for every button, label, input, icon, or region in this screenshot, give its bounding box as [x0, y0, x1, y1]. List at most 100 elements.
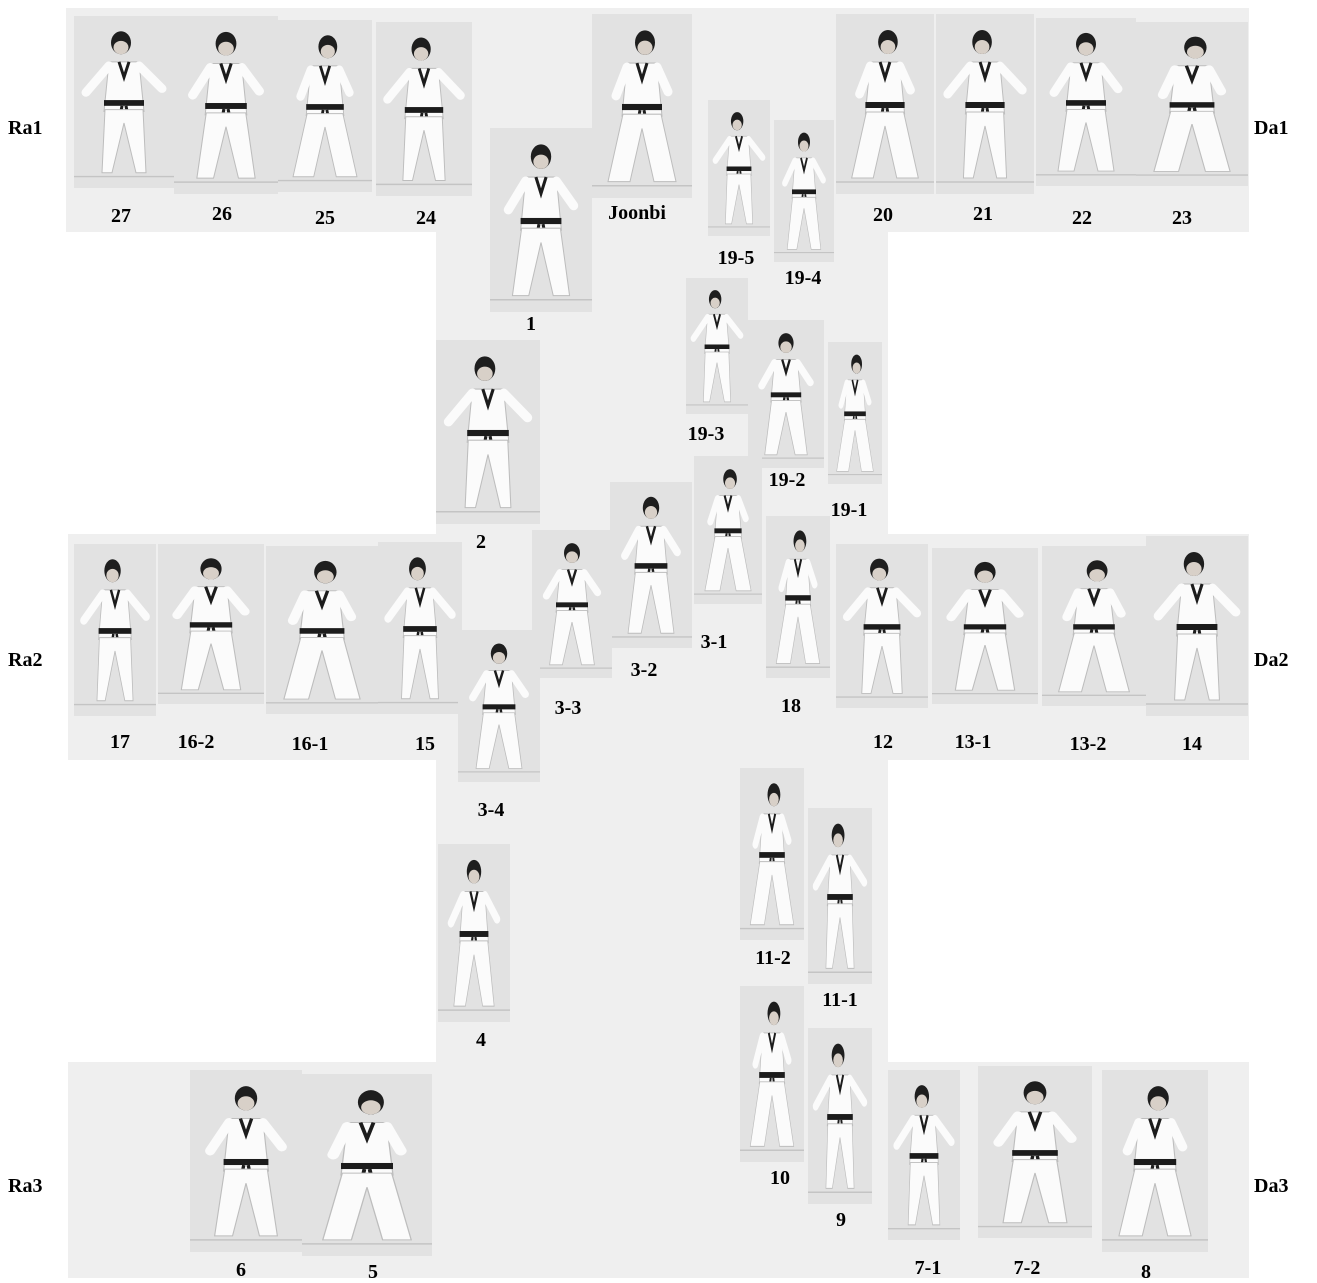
move-label-19-2: 19-2 [769, 470, 806, 490]
photo-16-1 [266, 546, 378, 714]
move-label-24: 24 [416, 208, 436, 228]
photo-1 [490, 128, 592, 312]
side-label-ra3: Ra3 [8, 1176, 42, 1196]
move-label-19-4: 19-4 [785, 268, 822, 288]
photo-4 [438, 844, 510, 1022]
move-label-23: 23 [1172, 208, 1192, 228]
photo-13-1 [932, 548, 1038, 704]
taekwondo-figure [808, 808, 872, 984]
photo-18 [766, 516, 830, 678]
taekwondo-figure [532, 530, 612, 678]
photo-19-1 [828, 342, 882, 484]
move-label-17: 17 [110, 732, 130, 752]
move-label-7-1: 7-1 [915, 1258, 942, 1278]
taekwondo-figure [376, 22, 472, 196]
move-label-18: 18 [781, 696, 801, 716]
photo-19-2 [748, 320, 824, 468]
move-label-19-3: 19-3 [688, 424, 725, 444]
move-label-3-1: 3-1 [701, 632, 728, 652]
taekwondo-figure [888, 1070, 960, 1240]
taekwondo-figure [836, 14, 934, 194]
photo-12 [836, 544, 928, 708]
taekwondo-figure [766, 516, 830, 678]
photo-6 [190, 1070, 302, 1252]
photo-19-4 [774, 120, 834, 262]
taekwondo-figure [1042, 546, 1146, 706]
photo-27 [74, 16, 174, 188]
move-label-14: 14 [1182, 734, 1202, 754]
photo-26 [174, 16, 278, 194]
taekwondo-figure [158, 544, 264, 704]
taekwondo-figure [74, 16, 174, 188]
side-label-da1: Da1 [1254, 118, 1288, 138]
move-label-1: 1 [526, 314, 536, 334]
taekwondo-figure [1136, 22, 1248, 186]
taekwondo-figure [740, 986, 804, 1162]
taekwondo-figure [378, 542, 462, 714]
move-label-19-5: 19-5 [718, 248, 755, 268]
move-label-20: 20 [873, 205, 893, 225]
photo-23 [1136, 22, 1248, 186]
move-label-26: 26 [212, 204, 232, 224]
side-label-da3: Da3 [1254, 1176, 1288, 1196]
move-label-11-1: 11-1 [822, 990, 858, 1010]
taekwondo-figure [458, 630, 540, 782]
taekwondo-figure [1102, 1070, 1208, 1252]
taekwondo-figure [748, 320, 824, 468]
move-label-12: 12 [873, 732, 893, 752]
photo-3-3 [532, 530, 612, 678]
move-label-5: 5 [368, 1262, 378, 1282]
move-label-16-1: 16-1 [292, 734, 329, 754]
taekwondo-figure [808, 1028, 872, 1204]
taekwondo-figure [436, 340, 540, 524]
taekwondo-figure [174, 16, 278, 194]
taekwondo-figure [190, 1070, 302, 1252]
taekwondo-figure [774, 120, 834, 262]
taekwondo-figure [610, 482, 692, 648]
taekwondo-figure [686, 278, 748, 414]
move-label-4: 4 [476, 1030, 486, 1050]
photo-joonbi [592, 14, 692, 198]
photo-24 [376, 22, 472, 196]
photo-10 [740, 986, 804, 1162]
photo-7-2 [978, 1066, 1092, 1238]
move-label-joonbi: Joonbi [608, 203, 666, 223]
photo-5 [302, 1074, 432, 1256]
taekwondo-figure [278, 20, 372, 192]
side-label-ra1: Ra1 [8, 118, 42, 138]
taekwondo-figure [592, 14, 692, 198]
photo-15 [378, 542, 462, 714]
photo-14 [1146, 536, 1248, 716]
move-label-19-1: 19-1 [831, 500, 868, 520]
taekwondo-figure [266, 546, 378, 714]
photo-3-4 [458, 630, 540, 782]
move-label-3-2: 3-2 [631, 660, 658, 680]
move-label-11-2: 11-2 [755, 948, 791, 968]
move-label-6: 6 [236, 1260, 246, 1280]
move-label-13-1: 13-1 [955, 732, 992, 752]
side-label-da2: Da2 [1254, 650, 1288, 670]
move-label-13-2: 13-2 [1070, 734, 1107, 754]
move-label-3-4: 3-4 [478, 800, 505, 820]
taekwondo-figure [490, 128, 592, 312]
photo-16-2 [158, 544, 264, 704]
photo-17 [74, 544, 156, 716]
taekwondo-figure [74, 544, 156, 716]
photo-3-1 [694, 456, 762, 604]
move-label-15: 15 [415, 734, 435, 754]
move-label-8: 8 [1141, 1262, 1151, 1282]
photo-2 [436, 340, 540, 524]
photo-3-2 [610, 482, 692, 648]
taekwondo-figure [978, 1066, 1092, 1238]
taekwondo-figure [828, 342, 882, 484]
photo-20 [836, 14, 934, 194]
taekwondo-figure [740, 768, 804, 940]
taekwondo-figure [936, 14, 1034, 194]
taekwondo-figure [694, 456, 762, 604]
taekwondo-figure [932, 548, 1038, 704]
photo-25 [278, 20, 372, 192]
taekwondo-figure [1036, 18, 1136, 186]
move-label-9: 9 [836, 1210, 846, 1230]
move-label-2: 2 [476, 532, 486, 552]
